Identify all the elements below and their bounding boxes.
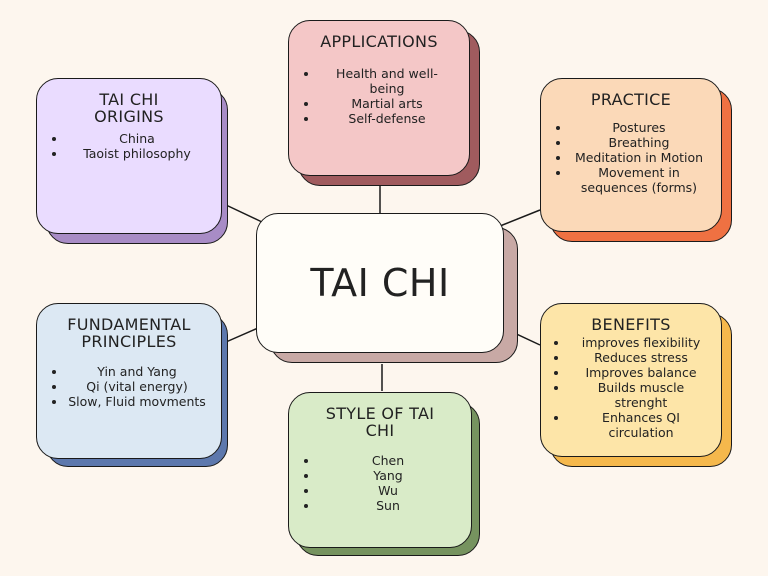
list-item: Health and well-being (319, 66, 455, 96)
list-item: Yang (319, 468, 457, 483)
center-node-card: TAI CHI (256, 213, 504, 353)
list-item: China (67, 131, 207, 146)
center-title: TAI CHI (310, 261, 450, 305)
node-item-list: Chen Yang Wu Sun (289, 453, 471, 513)
node-card: STYLE OF TAI CHI Chen Yang Wu Sun (288, 392, 472, 548)
list-item: Reduces stress (569, 350, 713, 365)
connector-practice (499, 209, 541, 227)
node-item-list: China Taoist philosophy (37, 131, 221, 161)
node-card: APPLICATIONS Health and well-being Marti… (288, 20, 470, 176)
list-item: Movement in sequences (forms) (571, 165, 707, 195)
list-item: Postures (571, 120, 707, 135)
node-card: TAI CHI ORIGINS China Taoist philosophy (36, 78, 222, 234)
node-title: STYLE OF TAI CHI (325, 404, 435, 440)
node-card: BENEFITS improves flexibility Reduces st… (540, 303, 722, 457)
list-item: Enhances QI circulation (569, 410, 713, 440)
list-item: improves flexibility (569, 335, 713, 350)
node-title: PRACTICE (590, 90, 672, 109)
node-title: BENEFITS (591, 315, 671, 334)
list-item: Chen (319, 453, 457, 468)
list-item: Builds muscle strenght (569, 380, 713, 410)
connector-principles (225, 327, 259, 343)
list-item: Slow, Fluid movments (67, 394, 207, 409)
node-title: FUNDAMENTAL PRINCIPLES (67, 315, 191, 351)
node-title: APPLICATIONS (320, 32, 438, 51)
node-item-list: improves flexibility Reduces stress Impr… (541, 335, 721, 440)
node-title: TAI CHI ORIGINS (94, 90, 164, 126)
node-item-list: Postures Breathing Meditation in Motion … (541, 120, 721, 195)
list-item: Qi (vital energy) (67, 379, 207, 394)
node-item-list: Health and well-being Martial arts Self-… (289, 66, 469, 126)
node-item-list: Yin and Yang Qi (vital energy) Slow, Flu… (37, 364, 221, 409)
node-card: PRACTICE Postures Breathing Meditation i… (540, 78, 722, 232)
list-item: Martial arts (319, 96, 455, 111)
list-item: Meditation in Motion (571, 150, 707, 165)
list-item: Breathing (571, 135, 707, 150)
node-card: FUNDAMENTAL PRINCIPLES Yin and Yang Qi (… (36, 303, 222, 459)
list-item: Yin and Yang (67, 364, 207, 379)
connector-origins (225, 204, 263, 223)
list-item: Improves balance (569, 365, 713, 380)
list-item: Self-defense (319, 111, 455, 126)
list-item: Wu (319, 483, 457, 498)
list-item: Sun (319, 498, 457, 513)
list-item: Taoist philosophy (67, 146, 207, 161)
